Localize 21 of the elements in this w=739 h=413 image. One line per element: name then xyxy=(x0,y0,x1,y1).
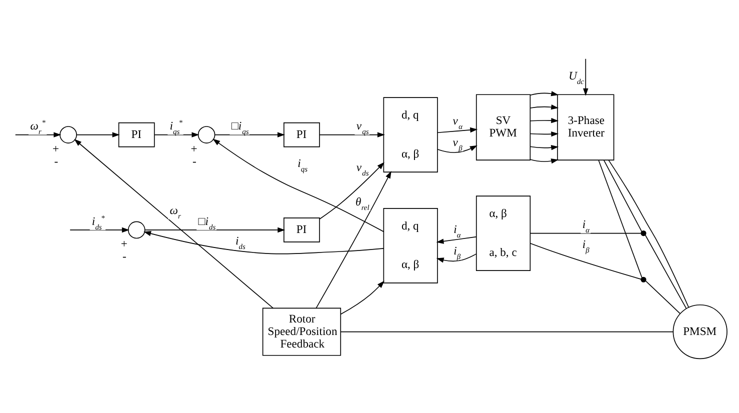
edge-label: i$_{ds}$ xyxy=(236,234,246,251)
node-label: - xyxy=(54,154,58,168)
edge-label: i$_{β}$ xyxy=(582,237,590,254)
edge-label: θ$_{rel}$ xyxy=(356,195,370,212)
edge-label: v$_{β}$ xyxy=(452,136,462,152)
node-label: - xyxy=(122,249,126,262)
edge-label: v$_{ds}$ xyxy=(356,160,369,177)
node-label: + xyxy=(120,237,128,250)
edge-label: i$_{qs}$ xyxy=(298,156,308,173)
node-label: + xyxy=(190,142,198,155)
node-label: - xyxy=(192,154,196,168)
edge-label: U$_{dc}$ xyxy=(568,68,584,86)
edge-label: i$_{α}$ xyxy=(454,222,461,240)
edge-label: v$_{qs}$ xyxy=(356,119,369,136)
edge-label: i$_{β}$ xyxy=(454,244,461,261)
edge-label: ω$_{r}$ xyxy=(170,203,181,220)
edge-label: i$_{α}$ xyxy=(582,218,590,234)
edge-label: □i$_{qs}$ xyxy=(231,119,249,136)
node-label: + xyxy=(52,142,60,155)
edge-label: v$_{α}$ xyxy=(452,114,462,131)
edge-label: □i$_{ds}$ xyxy=(198,214,216,231)
